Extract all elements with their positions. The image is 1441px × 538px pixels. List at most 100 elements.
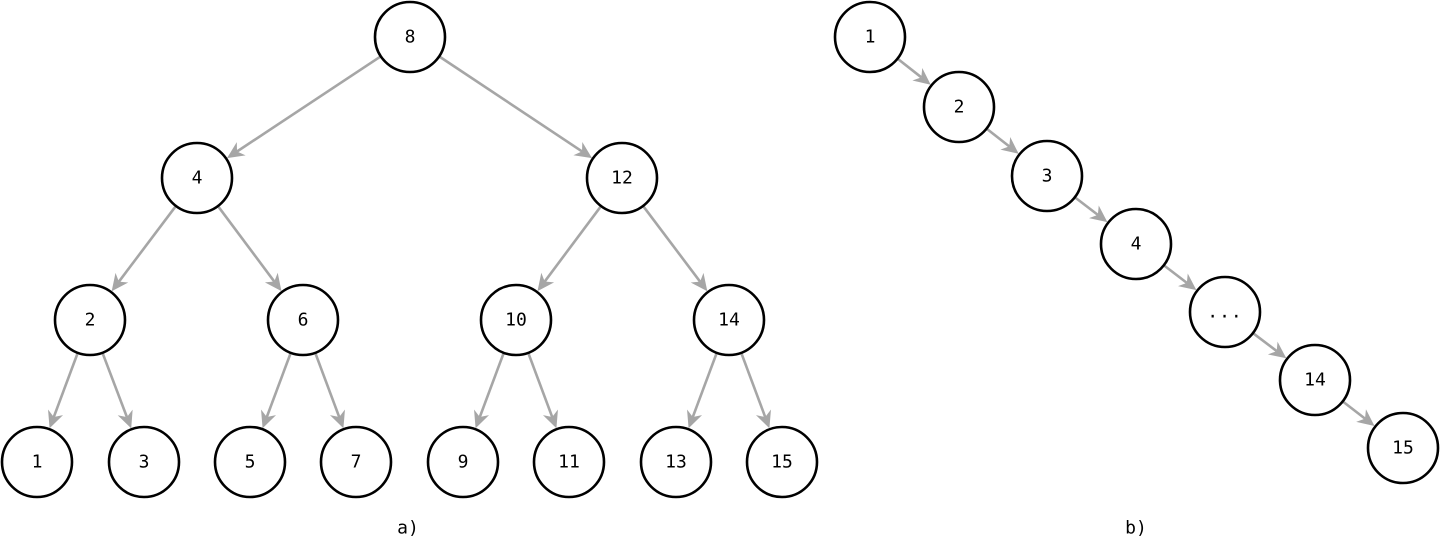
a-node-a15: 15 [745,425,819,499]
edge-b1-to-b2 [896,57,931,85]
degenerate-tree-edges [896,57,1375,426]
arrow-head-icon [261,409,277,429]
node-circle [160,141,234,215]
arrow-head-icon [264,272,282,292]
edge-a14-to-a13 [687,352,718,429]
node-circle [213,425,287,499]
node-circle [1278,343,1352,417]
node-label: 2 [85,310,96,331]
a-node-a9: 9 [426,425,500,499]
node-circle [319,425,393,499]
edge-a2-to-a1 [48,352,79,429]
arrow-head-icon [542,409,558,429]
node-circle [373,0,447,74]
node-circle [532,425,606,499]
node-label: 15 [1392,438,1414,459]
edge-line [1163,264,1188,284]
edge-a8-to-a4 [227,55,382,159]
node-circle [0,425,74,499]
node-circle [479,283,553,357]
edge-line [117,205,177,283]
a-node-a7: 7 [319,425,393,499]
caption-b: b) [1125,518,1147,538]
arrow-head-icon [912,67,931,85]
caption-a: a) [397,518,419,538]
edge-line [896,57,923,79]
a-node-a4: 4 [160,141,234,215]
balanced-tree-edges [48,55,771,429]
edge-line [101,352,129,418]
node-circle [639,425,713,499]
b-node-b2: 2 [922,70,996,144]
edge-a14-to-a15 [740,352,771,429]
arrow-head-icon [1000,137,1019,154]
edge-line [438,55,583,153]
node-circle [922,70,996,144]
a-node-a5: 5 [213,425,287,499]
arrow-head-icon [1178,273,1197,291]
arrow-head-icon [117,409,133,429]
edge-line [314,352,341,418]
node-label: 1 [865,27,876,48]
node-label: 3 [1042,166,1053,187]
a-node-a12: 12 [585,141,659,215]
node-circle [585,141,659,215]
a-node-a1: 1 [0,425,74,499]
node-circle [107,425,181,499]
node-label: 3 [139,452,150,473]
b-node-b1: 1 [833,0,907,74]
edge-b14-to-b15 [1341,400,1375,426]
edge-a8-to-a12 [438,55,593,159]
edge-bdots-to-b14 [1252,332,1287,359]
node-label: 4 [1131,234,1142,255]
edge-line [1074,196,1099,216]
node-circle [426,425,500,499]
a-node-a11: 11 [532,425,606,499]
node-label: ... [1207,302,1243,323]
b-node-b14: 14 [1278,343,1352,417]
a-node-a10: 10 [479,283,553,357]
edge-a2-to-a3 [101,352,133,429]
arrow-head-icon [573,141,593,159]
edge-line [985,127,1011,148]
b-node-b4: 4 [1099,207,1173,281]
edge-a6-to-a5 [261,352,292,429]
arrow-head-icon [537,272,555,292]
node-circle [833,0,907,74]
node-circle [266,283,340,357]
arrow-head-icon [1089,205,1108,223]
edge-line [740,352,767,418]
edge-line [1252,332,1278,353]
node-circle [1188,275,1262,349]
edge-a4-to-a2 [111,205,177,292]
edge-line [527,352,554,418]
arrow-head-icon [48,409,64,429]
node-label: 13 [665,452,687,473]
degenerate-tree-nodes: 1 2 3 4... 14 15 [833,0,1440,485]
edge-line [543,205,603,283]
node-label: 12 [611,168,633,189]
edge-a12-to-a14 [642,205,708,292]
edge-line [691,352,718,418]
node-label: 11 [558,452,580,473]
edge-line [216,205,276,283]
a-node-a14: 14 [692,283,766,357]
edge-a4-to-a6 [216,205,282,292]
node-label: 15 [771,452,793,473]
a-node-a6: 6 [266,283,340,357]
edge-b2-to-b3 [985,127,1019,154]
arrow-head-icon [1267,341,1287,359]
node-label: 6 [298,310,309,331]
node-circle [692,283,766,357]
arrow-head-icon [474,409,490,429]
a-node-a8: 8 [373,0,447,74]
arrow-head-icon [690,272,708,292]
node-circle [1099,207,1173,281]
edge-a10-to-a9 [474,352,505,429]
node-label: 7 [351,452,362,473]
edge-line [642,205,702,283]
b-node-b3: 3 [1010,139,1084,213]
